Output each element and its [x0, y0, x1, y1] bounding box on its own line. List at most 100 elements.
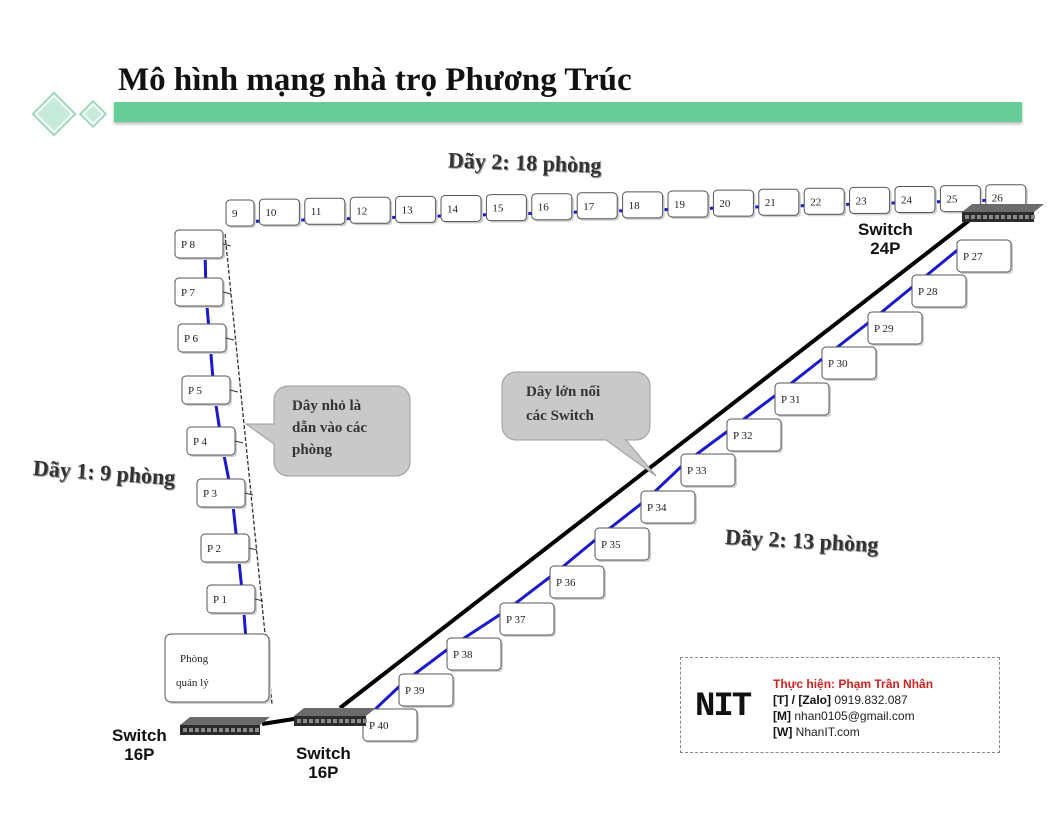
room-17-label: 17: [583, 201, 595, 213]
switch-16p-mid-icon-port: [333, 719, 337, 723]
switch-label-16p-mid-line2: 16P: [308, 763, 339, 782]
room-p36-label: P 36: [556, 577, 576, 589]
room-25-label: 25: [946, 194, 958, 206]
room-drop-wire: [225, 337, 235, 341]
credit-mail: nhan0105@gmail.com: [794, 709, 915, 723]
room-23-label: 23: [856, 195, 868, 207]
switch-16p-mid-icon-port: [357, 719, 361, 723]
room-16: [531, 193, 573, 221]
switch-16p-mid-icon-port: [303, 719, 307, 723]
switch-16p-mid-icon-port: [321, 719, 325, 723]
room-24: [894, 186, 936, 213]
switch-16p-left-icon-port: [249, 728, 253, 732]
switch-24p-icon-port: [995, 215, 999, 219]
switch-24p-icon-port: [1031, 215, 1035, 219]
room-p5-label: P 5: [188, 385, 202, 397]
room-13: [395, 195, 437, 223]
room-p28: [911, 274, 967, 308]
room-drop-wire: [248, 547, 258, 551]
room-14: [440, 195, 482, 222]
callout-big-wire: [501, 371, 657, 477]
switch-24p-icon-port: [965, 215, 969, 219]
switch-24p-icon-port: [1013, 215, 1017, 219]
credit-web: NhanIT.com: [795, 725, 860, 739]
room-23: [849, 186, 891, 214]
switch-16p-left-icon-port: [201, 728, 205, 732]
room-drop-wire: [222, 291, 232, 295]
room-p31: [774, 382, 830, 416]
room-p37-label: P 37: [506, 614, 526, 626]
room-p33-label: P 33: [687, 465, 707, 477]
room-p30: [821, 346, 877, 380]
credit-mail-label: [M]: [773, 709, 791, 723]
switch-16p-mid-icon-port: [345, 719, 349, 723]
switch-label-24p: Switch 24P: [858, 220, 913, 258]
room-20: [712, 189, 754, 217]
room-16-label: 16: [538, 202, 550, 214]
switch-label-16p-mid-line1: Switch: [296, 744, 351, 763]
room-p40-label: P 40: [369, 720, 389, 732]
room-drop-wire: [229, 389, 239, 393]
room-14-label: 14: [447, 204, 459, 216]
room-p36: [549, 565, 605, 599]
room-p29-label: P 29: [874, 323, 894, 335]
switch-16p-left-icon-port: [183, 728, 187, 732]
title-accent-bar: [114, 102, 1022, 122]
credit-phone-row: [T] / [Zalo] 0919.832.087: [773, 692, 933, 708]
switch-16p-left-icon-port: [231, 728, 235, 732]
credit-web-row: [W] NhanIT.com: [773, 724, 933, 740]
callout-big-wire-line2: các Switch: [526, 408, 595, 424]
room-20-label: 20: [719, 198, 731, 210]
room-10: [258, 198, 300, 226]
room-11-label: 11: [311, 206, 322, 218]
switch-16p-left-icon-port: [213, 728, 217, 732]
room-drop-wire: [222, 243, 232, 247]
room-12: [349, 196, 391, 224]
room-p30-label: P 30: [828, 358, 848, 370]
switch-16p-mid-icon-port: [339, 719, 343, 723]
room-p8-label: P 8: [181, 239, 195, 251]
callout-small-wire: [244, 385, 411, 477]
switch-24p-icon-port: [971, 215, 975, 219]
room-p7-label: P 7: [181, 287, 195, 299]
room-10-label: 10: [265, 207, 277, 219]
room-25: [939, 185, 981, 213]
switch-24p-icon-port: [1007, 215, 1011, 219]
room-22-label: 22: [810, 196, 821, 208]
room-18: [622, 191, 664, 219]
room-22: [803, 187, 845, 215]
room-p39-label: P 39: [405, 685, 425, 697]
room-24-label: 24: [901, 195, 913, 207]
room-p34: [640, 490, 696, 524]
credit-lines: Thực hiện: Phạm Trần Nhân [T] / [Zalo] 0…: [773, 676, 933, 740]
nit-logo: NIT: [695, 688, 752, 726]
callout-small-wire-line1: Dây nhỏ là: [292, 398, 362, 414]
switch-16p-mid-icon-port: [351, 719, 355, 723]
room-p38: [446, 637, 502, 671]
switch-label-16p-left-line1: Switch: [112, 726, 167, 745]
switch-16p-mid-icon-port: [315, 719, 319, 723]
room-p35: [594, 527, 650, 561]
page-title: Mô hình mạng nhà trọ Phương Trúc: [118, 62, 632, 98]
room-p31-label: P 31: [781, 394, 800, 406]
manager-room-line2: quản lý: [176, 677, 209, 689]
room-p38-label: P 38: [453, 649, 473, 661]
switch-label-24p-line2: 24P: [870, 239, 901, 258]
switch-16p-left-icon-port: [207, 728, 211, 732]
room-p35-label: P 35: [601, 539, 621, 551]
room-26-label: 26: [992, 193, 1004, 205]
room-p3-label: P 3: [203, 488, 217, 500]
callout-small-wire-line2: dẫn vào các: [292, 420, 367, 436]
switch-24p-icon-port: [989, 215, 993, 219]
credit-phone: 0919.832.087: [834, 693, 908, 707]
room-9-label: 9: [232, 208, 238, 220]
switch-16p-mid-icon-port: [363, 719, 367, 723]
switch-16p-left-icon-port: [243, 728, 247, 732]
room-17: [576, 192, 618, 220]
switch-16p-left-icon-port: [255, 728, 259, 732]
room-p34-label: P 34: [647, 502, 667, 514]
switch-24p-icon-port: [977, 215, 981, 219]
room-9: [225, 199, 255, 227]
credit-mail-row: [M] nhan0105@gmail.com: [773, 708, 933, 724]
